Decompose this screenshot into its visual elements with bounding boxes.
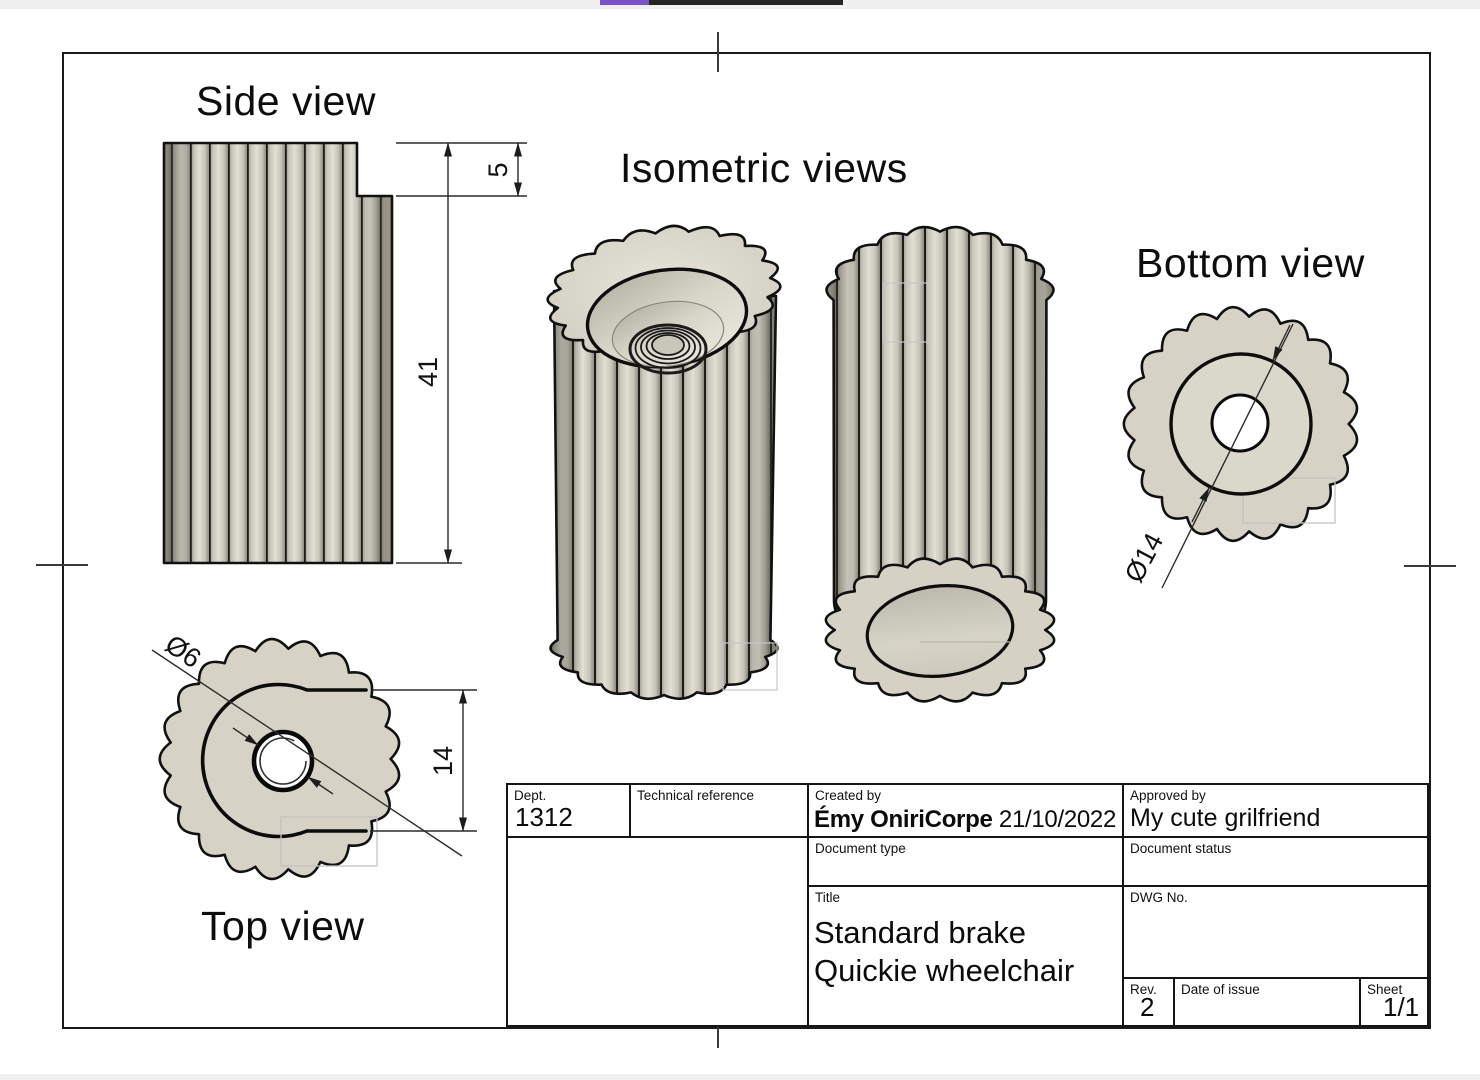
view-boundary-artifact	[280, 816, 378, 867]
bottom-view-hole	[1210, 393, 1270, 453]
approved-by-value: My cute grilfriend	[1130, 804, 1321, 832]
isometric-view-left	[546, 224, 782, 701]
dept-value: 1312	[515, 802, 573, 832]
rev-value: 2	[1140, 992, 1155, 1022]
top-view-hole	[251, 729, 315, 793]
side-view-label: Side view	[196, 78, 376, 124]
created-by-date: 21/10/2022	[998, 806, 1117, 833]
titleblock-document-status-cell: Document status	[1122, 836, 1429, 887]
technical-reference-label: Technical reference	[637, 788, 755, 803]
titleblock-created-by-cell: Created by Émy OniriCorpe 21/10/2022	[807, 783, 1124, 838]
rev-label: Rev.	[1130, 982, 1157, 997]
dim-dia6: Ø6	[160, 629, 207, 674]
sheet-value: 1/1	[1383, 992, 1420, 1022]
titleblock-dept-cell: Dept. 1312	[506, 783, 631, 838]
side-view: 41 5	[162, 141, 527, 565]
top-view-label: Top view	[201, 903, 365, 949]
approved-by-label: Approved by	[1130, 788, 1206, 803]
center-tick-right	[1404, 565, 1456, 567]
center-tick-bottom	[717, 1007, 719, 1048]
bottom-margin-strip	[0, 1074, 1480, 1080]
view-boundary-artifact	[722, 642, 778, 691]
bottom-view-label: Bottom view	[1136, 240, 1365, 286]
iso-left-outline	[549, 289, 779, 701]
sheet-label: Sheet	[1367, 982, 1403, 997]
dim-41: 41	[413, 357, 443, 387]
isometric-view-right	[824, 225, 1056, 703]
top-view-recess-profile	[200, 682, 368, 839]
chrome-accent-bar	[600, 0, 649, 5]
sheet-border-frame	[62, 52, 1431, 1029]
date-of-issue-label: Date of issue	[1181, 982, 1260, 997]
created-by-name: Émy OniriCorpe	[814, 806, 993, 833]
view-boundary-artifact	[882, 282, 929, 343]
drawing-title-line2: Quickie wheelchair	[814, 953, 1075, 988]
titleblock-technical-reference-cell: Technical reference	[629, 783, 809, 838]
iso-left-shading	[550, 291, 778, 699]
titleblock-title-cell: Title Standard brake Quickie wheelchair	[807, 885, 1124, 1027]
bottom-view: Ø14	[1119, 305, 1359, 589]
titleblock-approved-by-cell: Approved by My cute grilfriend	[1122, 783, 1429, 838]
titleblock-sheet-cell: Sheet 1/1	[1359, 977, 1429, 1027]
dim-5: 5	[483, 162, 513, 177]
side-view-shading	[164, 143, 392, 563]
drawing-title-line1: Standard brake	[814, 915, 1026, 950]
top-view: Ø6 14	[151, 629, 477, 881]
dwg-no-label: DWG No.	[1130, 890, 1188, 905]
dim-dia14: Ø14	[1119, 528, 1169, 587]
iso-left-countersink-inner	[611, 300, 725, 368]
side-view-dimensions	[396, 142, 527, 564]
view-boundary-artifact	[1242, 477, 1336, 524]
dept-label: Dept.	[514, 788, 547, 803]
titleblock-document-type-cell: Document type	[807, 836, 1124, 887]
dim-14: 14	[428, 746, 458, 776]
chrome-dark-bar	[649, 0, 843, 5]
center-tick-left	[36, 564, 88, 566]
iso-right-recess	[865, 584, 1015, 678]
iso-left-threaded-hole	[628, 323, 708, 375]
top-view-thread	[259, 737, 307, 785]
title-label: Title	[815, 890, 841, 905]
titleblock-date-of-issue-cell: Date of issue	[1173, 977, 1361, 1027]
document-type-label: Document type	[815, 841, 906, 856]
titleblock-dwg-no-cell: DWG No.	[1122, 885, 1429, 979]
side-view-outline	[162, 141, 394, 565]
titleblock-rev-cell: Rev. 2	[1122, 977, 1175, 1027]
center-tick-top	[717, 32, 719, 72]
titleblock-empty-cell	[506, 836, 809, 1027]
document-status-label: Document status	[1130, 841, 1232, 856]
created-by-label: Created by	[815, 788, 882, 803]
bottom-view-dimensions	[1161, 323, 1294, 589]
isometric-views-label: Isometric views	[620, 145, 908, 191]
top-view-dimensions	[151, 649, 477, 857]
